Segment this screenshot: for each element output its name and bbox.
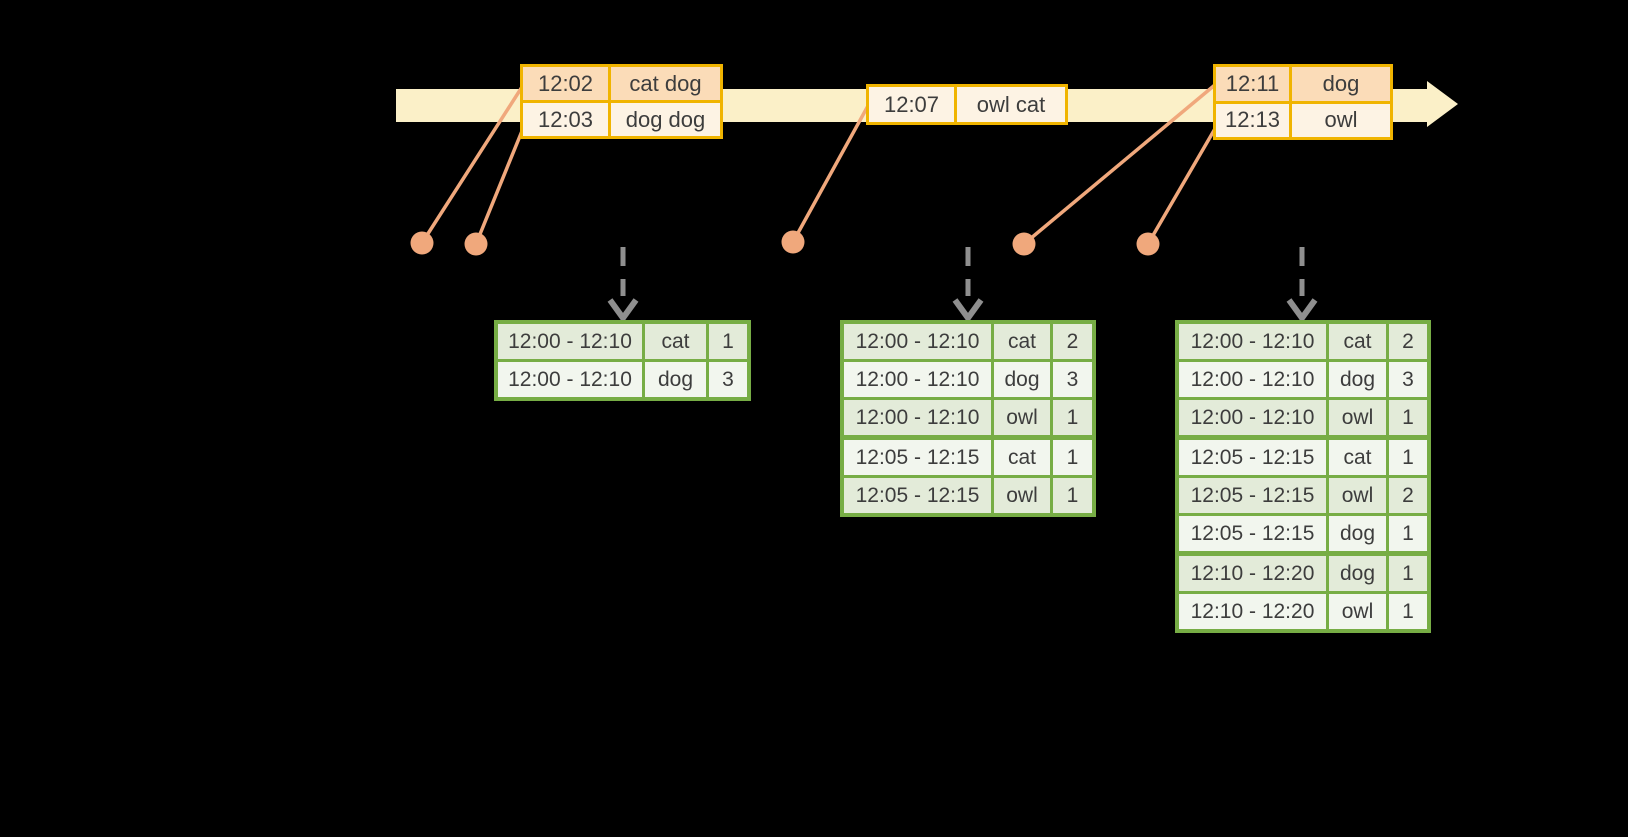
trigger-arrow-icon bbox=[607, 247, 639, 324]
count-cell: 2 bbox=[1389, 324, 1427, 359]
word-cell: dog bbox=[994, 362, 1050, 397]
connector-line bbox=[420, 86, 524, 244]
count-cell: 1 bbox=[1053, 478, 1092, 513]
word-cell: owl bbox=[1329, 400, 1386, 435]
event-dot-icon bbox=[464, 232, 488, 256]
window-cell: 12:00 - 12:10 bbox=[498, 362, 642, 397]
window-cell: 12:10 - 12:20 bbox=[1179, 594, 1326, 629]
word-cell: cat bbox=[994, 440, 1050, 475]
event-table-1: 12:02 cat dog 12:03 dog dog bbox=[520, 64, 723, 139]
connector-line bbox=[474, 130, 524, 245]
connector-line bbox=[1146, 126, 1218, 245]
trigger-arrow-icon bbox=[1286, 247, 1318, 324]
word-cell: dog bbox=[1329, 556, 1386, 591]
count-cell: 1 bbox=[1389, 556, 1427, 591]
window-cell: 12:05 - 12:15 bbox=[1179, 440, 1326, 475]
word-cell: owl bbox=[994, 400, 1050, 435]
count-cell: 1 bbox=[709, 324, 747, 359]
timeline-arrowhead-icon bbox=[1427, 81, 1458, 127]
event-time: 12:11 bbox=[1216, 67, 1289, 101]
window-cell: 12:00 - 12:10 bbox=[1179, 324, 1326, 359]
result-table-1: 12:00 - 12:10 cat 1 12:00 - 12:10 dog 3 bbox=[494, 320, 751, 401]
connector-line bbox=[791, 103, 871, 243]
count-cell: 1 bbox=[1053, 440, 1092, 475]
event-dot-icon bbox=[781, 230, 805, 254]
count-cell: 2 bbox=[1389, 478, 1427, 513]
count-cell: 3 bbox=[1053, 362, 1092, 397]
window-group: 12:00 - 12:10 cat 2 12:00 - 12:10 dog 3 … bbox=[1179, 324, 1427, 435]
word-cell: owl bbox=[994, 478, 1050, 513]
window-group: 12:05 - 12:15 cat 1 12:05 - 12:15 owl 2 … bbox=[1179, 440, 1427, 551]
event-time: 12:02 bbox=[523, 67, 608, 100]
window-group: 12:05 - 12:15 cat 1 12:05 - 12:15 owl 1 bbox=[844, 440, 1092, 513]
event-dot-icon bbox=[1012, 232, 1036, 256]
window-cell: 12:00 - 12:10 bbox=[1179, 400, 1326, 435]
window-cell: 12:00 - 12:10 bbox=[498, 324, 642, 359]
window-cell: 12:05 - 12:15 bbox=[1179, 478, 1326, 513]
event-dot-icon bbox=[1136, 232, 1160, 256]
trigger-arrow-icon bbox=[952, 247, 984, 324]
word-cell: cat bbox=[1329, 324, 1386, 359]
window-cell: 12:10 - 12:20 bbox=[1179, 556, 1326, 591]
result-table-3: 12:00 - 12:10 cat 2 12:00 - 12:10 dog 3 … bbox=[1175, 320, 1431, 633]
word-cell: dog bbox=[1329, 362, 1386, 397]
word-cell: dog bbox=[1329, 516, 1386, 551]
count-cell: 2 bbox=[1053, 324, 1092, 359]
event-dot-icon bbox=[410, 231, 434, 255]
window-cell: 12:00 - 12:10 bbox=[844, 400, 991, 435]
window-cell: 12:05 - 12:15 bbox=[844, 440, 991, 475]
event-words: dog bbox=[1292, 67, 1390, 101]
event-words: dog dog bbox=[611, 103, 720, 136]
count-cell: 3 bbox=[709, 362, 747, 397]
event-time: 12:13 bbox=[1216, 103, 1289, 137]
event-time: 12:07 bbox=[869, 87, 954, 122]
window-cell: 12:05 - 12:15 bbox=[844, 478, 991, 513]
word-cell: owl bbox=[1329, 594, 1386, 629]
trigger-arrow-head bbox=[1286, 298, 1318, 324]
word-cell: cat bbox=[645, 324, 706, 359]
trigger-arrow-head bbox=[952, 298, 984, 324]
window-cell: 12:00 - 12:10 bbox=[844, 324, 991, 359]
window-group: 12:00 - 12:10 cat 2 12:00 - 12:10 dog 3 … bbox=[844, 324, 1092, 435]
count-cell: 1 bbox=[1389, 516, 1427, 551]
window-cell: 12:05 - 12:15 bbox=[1179, 516, 1326, 551]
count-cell: 1 bbox=[1389, 400, 1427, 435]
event-words: cat dog bbox=[611, 67, 720, 100]
window-cell: 12:00 - 12:10 bbox=[844, 362, 991, 397]
event-table-2: 12:07 owl cat bbox=[866, 84, 1068, 125]
word-cell: dog bbox=[645, 362, 706, 397]
event-time: 12:03 bbox=[523, 103, 608, 136]
word-cell: cat bbox=[994, 324, 1050, 359]
connector-line bbox=[1022, 82, 1218, 246]
window-cell: 12:00 - 12:10 bbox=[1179, 362, 1326, 397]
window-group: 12:10 - 12:20 dog 1 12:10 - 12:20 owl 1 bbox=[1179, 556, 1427, 629]
window-group: 12:00 - 12:10 cat 1 12:00 - 12:10 dog 3 bbox=[498, 324, 747, 397]
count-cell: 3 bbox=[1389, 362, 1427, 397]
word-cell: cat bbox=[1329, 440, 1386, 475]
event-table-3: 12:11 dog 12:13 owl bbox=[1213, 64, 1393, 140]
result-table-2: 12:00 - 12:10 cat 2 12:00 - 12:10 dog 3 … bbox=[840, 320, 1096, 517]
event-words: owl cat bbox=[957, 87, 1065, 122]
event-words: owl bbox=[1292, 103, 1390, 137]
count-cell: 1 bbox=[1389, 594, 1427, 629]
trigger-arrow-head bbox=[607, 298, 639, 324]
word-cell: owl bbox=[1329, 478, 1386, 513]
count-cell: 1 bbox=[1053, 400, 1092, 435]
count-cell: 1 bbox=[1389, 440, 1427, 475]
